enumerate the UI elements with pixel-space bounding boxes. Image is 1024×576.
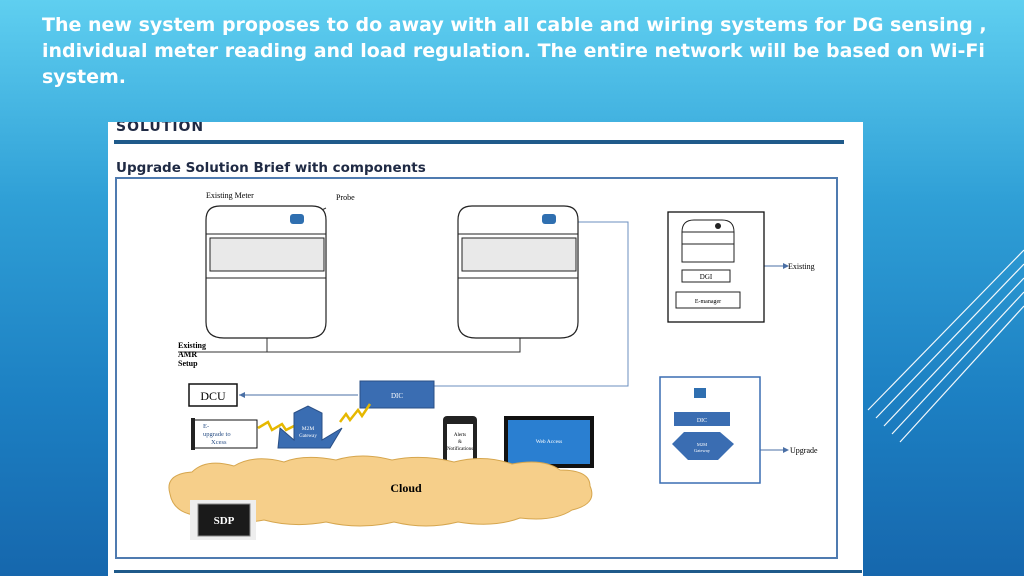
- amr-line-2: AMR: [178, 350, 197, 359]
- e-upgrade-line-3: Xcess: [211, 439, 227, 446]
- existing-meter-label: Existing Meter: [206, 191, 254, 200]
- heading-rule: [114, 140, 844, 144]
- e-upgrade-box: [192, 419, 258, 449]
- brief-title: Upgrade Solution Brief with components: [116, 160, 426, 176]
- small-gateway-icon: [672, 432, 734, 460]
- m2m-line-2: Gateway: [299, 434, 317, 439]
- cloud-icon: [168, 455, 593, 527]
- e-upgrade-line-2: upgrade to: [203, 431, 231, 438]
- dic-box: [359, 380, 435, 409]
- wireless-signal-icon-2: [339, 403, 372, 423]
- architecture-diagram: Existing Meter Probe Existing AMR Setup …: [168, 191, 818, 540]
- m2m-gateway-icon: [277, 405, 343, 449]
- e-upgrade-line-1: E-: [203, 423, 209, 430]
- small-dic-box: [674, 412, 730, 426]
- dgi-label: DGI: [700, 273, 713, 281]
- dic-label: DIC: [391, 392, 403, 400]
- phone-line-1: Alerts: [454, 433, 466, 438]
- phone-line-3: Notifications: [447, 447, 473, 452]
- sdp-chip-icon: [190, 500, 256, 540]
- monitor-icon: [504, 416, 594, 475]
- web-access-label: Web Access: [536, 439, 563, 445]
- probe-label: Probe: [336, 193, 355, 202]
- meter-link-line: [266, 335, 521, 353]
- wireless-signal-icon: [257, 420, 295, 432]
- intro-text: The new system proposes to do away with …: [42, 14, 987, 88]
- probe-icon: [290, 214, 304, 224]
- amr-line-1: Existing: [178, 341, 206, 350]
- upgrade-device-box: [659, 376, 761, 484]
- existing-label: Existing: [788, 262, 815, 271]
- small-gateway-line-1: M2M: [697, 442, 707, 447]
- amr-line-3: Setup: [178, 359, 198, 368]
- existing-meter-icon: [205, 205, 327, 339]
- e-manager-label: E-manager: [695, 299, 721, 305]
- small-dic-label: DIC: [697, 418, 707, 424]
- bottom-rule: [114, 570, 862, 573]
- diagram-frame: [115, 177, 838, 559]
- panel-heading: SOLUTION: [116, 122, 205, 135]
- solution-panel: SOLUTION Upgrade Solution Brief with com…: [108, 122, 863, 576]
- small-gateway-line-2: Gateway: [694, 448, 711, 453]
- cloud-label: Cloud: [390, 481, 422, 495]
- dcu-box: [188, 383, 238, 407]
- probe-wifi-line: [434, 221, 629, 387]
- dcu-label: DCU: [200, 389, 226, 403]
- sdp-label: SDP: [214, 515, 235, 527]
- m2m-line-1: M2M: [302, 426, 315, 432]
- phone-line-2: &: [458, 440, 462, 445]
- meter-icon: [457, 205, 579, 339]
- upgrade-label: Upgrade: [790, 446, 818, 455]
